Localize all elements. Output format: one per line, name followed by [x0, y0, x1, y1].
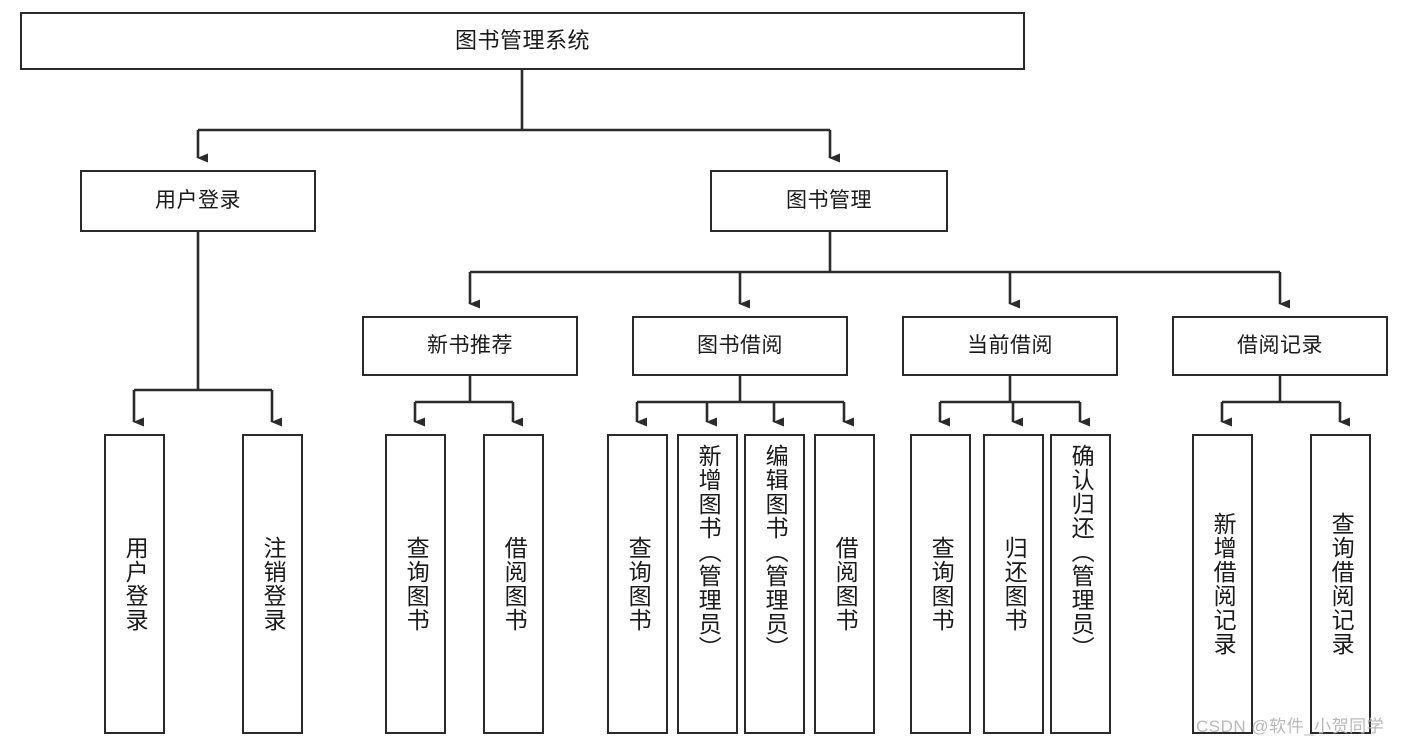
node-leaf-query-book-current-label: 查询图书	[928, 536, 955, 632]
node-leaf-query-book-rec[interactable]: 查询图书	[385, 434, 446, 734]
node-root-label: 图书管理系统	[454, 27, 590, 53]
node-leaf-query-record[interactable]: 查询借阅记录	[1310, 434, 1371, 734]
node-borrow-records[interactable]: 借阅记录	[1172, 316, 1388, 376]
node-current-borrow-label: 当前借阅	[967, 334, 1053, 358]
node-current-borrow[interactable]: 当前借阅	[902, 316, 1118, 376]
node-root[interactable]: 图书管理系统	[20, 12, 1025, 70]
node-leaf-user-login[interactable]: 用户登录	[104, 434, 165, 734]
node-leaf-borrow-book-rec-label: 借阅图书	[501, 536, 528, 632]
node-leaf-query-book-borrow-label: 查询图书	[625, 536, 652, 632]
node-leaf-edit-book-label: 编辑图书（管理员）	[762, 444, 789, 660]
node-leaf-query-record-label: 查询借阅记录	[1328, 512, 1355, 656]
node-leaf-borrow-book[interactable]: 借阅图书	[814, 434, 875, 734]
node-book-borrow-label: 图书借阅	[697, 334, 783, 358]
node-leaf-query-book-rec-label: 查询图书	[403, 536, 430, 632]
node-borrow-records-label: 借阅记录	[1237, 334, 1323, 358]
node-leaf-add-book-label: 新增图书（管理员）	[695, 444, 722, 660]
node-leaf-query-book-borrow[interactable]: 查询图书	[607, 434, 668, 734]
node-leaf-add-record[interactable]: 新增借阅记录	[1192, 434, 1253, 734]
node-leaf-confirm-return[interactable]: 确认归还（管理员）	[1050, 434, 1111, 734]
node-leaf-query-book-current[interactable]: 查询图书	[910, 434, 971, 734]
node-book-borrow[interactable]: 图书借阅	[632, 316, 848, 376]
node-new-book-recommend-label: 新书推荐	[427, 334, 513, 358]
node-leaf-edit-book[interactable]: 编辑图书（管理员）	[744, 434, 805, 734]
node-leaf-borrow-book-rec[interactable]: 借阅图书	[483, 434, 544, 734]
node-leaf-add-book[interactable]: 新增图书（管理员）	[677, 434, 738, 734]
node-user-login[interactable]: 用户登录	[80, 170, 316, 232]
node-new-book-recommend[interactable]: 新书推荐	[362, 316, 578, 376]
node-leaf-logout-label: 注销登录	[260, 536, 287, 632]
node-leaf-borrow-book-label: 借阅图书	[832, 536, 859, 632]
node-leaf-user-login-label: 用户登录	[122, 536, 149, 632]
node-leaf-add-record-label: 新增借阅记录	[1210, 512, 1237, 656]
node-leaf-return-book[interactable]: 归还图书	[983, 434, 1044, 734]
node-leaf-return-book-label: 归还图书	[1001, 536, 1028, 632]
node-user-login-label: 用户登录	[155, 189, 241, 213]
node-book-manage-label: 图书管理	[786, 189, 872, 213]
node-leaf-confirm-return-label: 确认归还（管理员）	[1068, 444, 1095, 660]
node-leaf-logout[interactable]: 注销登录	[242, 434, 303, 734]
node-book-manage[interactable]: 图书管理	[710, 170, 948, 232]
csdn-watermark: CSDN @软件_小贺同学	[1196, 717, 1385, 736]
